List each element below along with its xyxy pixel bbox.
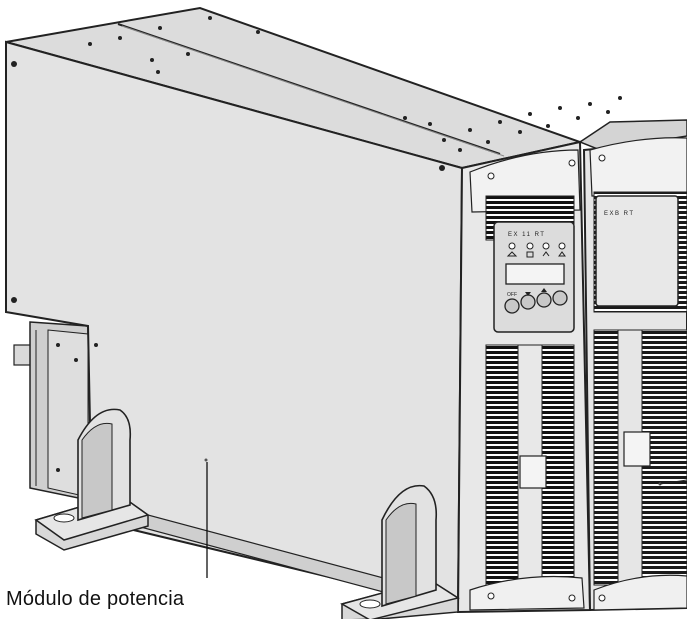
left-stand-foot [34,408,150,551]
off-button[interactable] [504,298,520,314]
battery-front-cover [595,195,679,307]
power-module-caption: Módulo de potencia [6,588,185,610]
status-icons [506,251,566,258]
button-label-off: OFF [507,292,517,298]
up-button[interactable] [536,292,552,308]
down-button[interactable] [520,294,536,310]
rear-mounting-bracket [13,321,89,501]
right-stand-foot [340,484,460,621]
on-button[interactable] [552,290,568,306]
battery-module-front: EXB RT [582,137,687,612]
power-module-front: EX 11 RT OFF ON [456,140,592,614]
status-leds [508,242,566,250]
lcd-display [505,263,565,285]
model-label: EX 11 RT [508,232,545,238]
top-panel-screws [88,16,622,152]
battery-model-label: EXB RT [604,211,635,217]
